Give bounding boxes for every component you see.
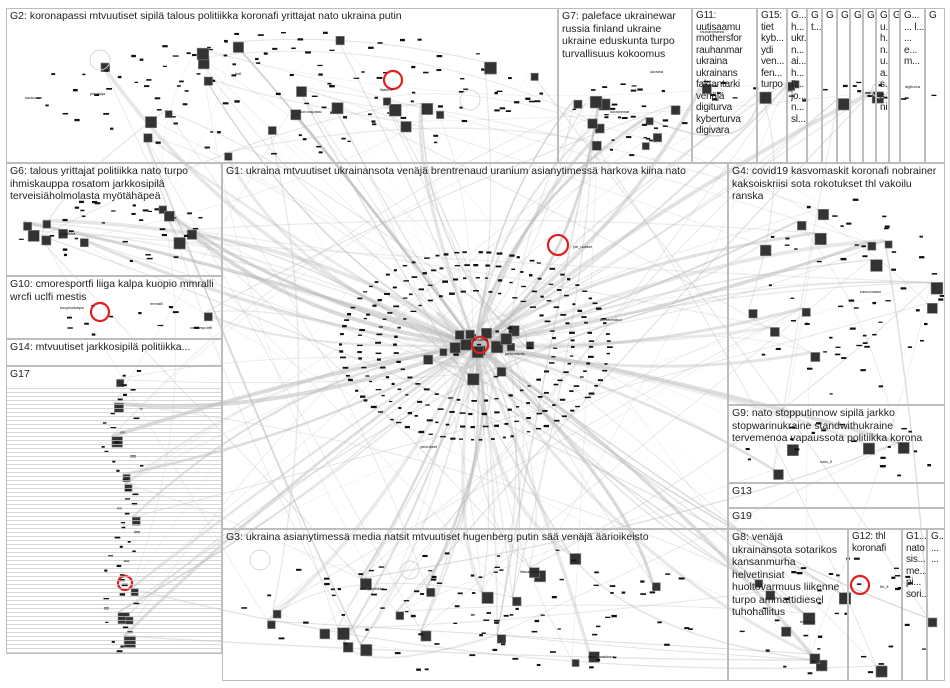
group-label-g25: G xyxy=(893,10,900,22)
node-label: yle_uutiset xyxy=(573,245,592,249)
node-label: kuopionkalpa xyxy=(60,306,84,310)
group-label-g17: G17 xyxy=(10,368,30,381)
group-label-g12: G12: thl koronafi xyxy=(852,531,902,554)
node-label: mtvuutiset xyxy=(470,338,488,342)
node-label: ukrainewar xyxy=(610,110,630,114)
group-box-g7: G7: paleface ukrainewar russia finland u… xyxy=(558,8,692,163)
group-label-g13: G13 xyxy=(732,485,752,498)
node-label: thl_fi xyxy=(880,585,888,589)
group-label-g9: G9: nato stopputinnow sipilä jarkko stop… xyxy=(732,407,944,445)
group-box-g12: G12: thl koronafi xyxy=(848,529,902,681)
group-box-g28: G1... nato sis... me... pi... sori... xyxy=(902,529,927,681)
group-label-g1: G1: ukraina mtvuutiset ukrainansota venä… xyxy=(226,165,726,178)
node-label: mmralli xyxy=(150,302,163,306)
group-box-g21: G xyxy=(837,8,850,163)
group-box-g1: G1: ukraina mtvuutiset ukrainansota venä… xyxy=(222,163,728,529)
group-label-g28: G1... nato sis... me... pi... sori... xyxy=(906,531,927,600)
node-label: kaukonen xyxy=(25,96,42,100)
group-label-g23: G xyxy=(867,10,876,22)
group-box-g8: G8: venäjä ukrainansota sotarikos kansan… xyxy=(728,529,848,681)
group-box-g4: G4: covid19 kasvomaskit koronafi nobrain… xyxy=(728,163,945,405)
node-label: julkaisija xyxy=(90,92,105,96)
group-label-g6: G6: talous yrittajat politiikka nato tur… xyxy=(10,165,220,203)
group-label-g24: G u... h... n... u... a... s... s... ni.… xyxy=(880,10,889,114)
node-label: cmoresportfi xyxy=(190,326,212,330)
node-label: politiikka xyxy=(60,232,75,236)
node-label: yleuutiset xyxy=(420,445,437,449)
group-label-g7: G7: paleface ukrainewar russia finland u… xyxy=(562,10,687,60)
node-label: jarkkosipila xyxy=(505,352,525,356)
group-label-g16: G... h... ukr... n... ai... h... ä... jo… xyxy=(791,10,807,125)
group-box-g13: G13 xyxy=(728,483,945,508)
group-box-g6: G6: talous yrittajat politiikka nato tur… xyxy=(6,163,222,276)
group-box-g2: G2: koronapassi mtvuutiset sipilä talous… xyxy=(6,8,558,163)
node-label: sami_makinen xyxy=(588,655,614,659)
group-box-g24: G u... h... n... u... a... s... s... ni.… xyxy=(876,8,889,163)
group-label-g2: G2: koronapassi mtvuutiset sipilä talous… xyxy=(10,10,555,23)
group-label-g18: G t... xyxy=(811,10,822,33)
node-label: ukraina xyxy=(650,70,663,74)
node-label: brentrenaud xyxy=(600,318,622,322)
group-box-g15: G15: tiet kyb... ydi ven... fen... turpo xyxy=(757,8,787,163)
node-label: kasvomaski xyxy=(860,290,881,294)
group-box-g20: G xyxy=(822,8,837,163)
group-label-g27: G xyxy=(929,10,945,22)
group-box-g22: G xyxy=(850,8,863,163)
group-box-g3: G3: ukraina asianytimessä media natsit m… xyxy=(222,529,728,681)
g17-stacked-nodes xyxy=(7,385,221,653)
group-label-g4: G4: covid19 kasvomaskit koronafi nobrain… xyxy=(732,165,944,203)
group-label-g10: G10: cmoresportfi liiga kalpa kuopio mmr… xyxy=(10,278,220,303)
node-label: teemu_k xyxy=(800,620,815,624)
group-label-g20: G xyxy=(826,10,837,22)
node-label: mtv_politiikka xyxy=(360,587,384,591)
node-label: iltasanomat xyxy=(520,570,540,574)
node-label: koronapassi xyxy=(300,110,322,114)
node-label: rauhanmarssi xyxy=(700,30,724,34)
group-label-g15: G15: tiet kyb... ydi ven... fen... turpo xyxy=(761,10,787,91)
node-label: digiturva xyxy=(905,85,920,89)
group-label-g14: G14: mtvuutiset jarkkosipilä politiikka.… xyxy=(10,341,220,354)
group-label-g8: G8: venäjä ukrainansota sotarikos kansan… xyxy=(732,531,844,619)
group-label-g22: G xyxy=(854,10,863,22)
node-label: nato_fi xyxy=(820,460,832,464)
group-box-g9: G9: nato stopputinnow sipilä jarkko stop… xyxy=(728,405,945,483)
group-box-g17: G17 xyxy=(6,366,222,654)
group-box-g19: G19 xyxy=(728,508,945,529)
group-label-g3: G3: ukraina asianytimessä media natsit m… xyxy=(226,531,726,544)
node-label: hsfi xyxy=(235,72,241,76)
group-label-g26: G... ... l... ... e... m... xyxy=(904,10,925,68)
group-label-g21: G xyxy=(841,10,850,22)
group-box-g23: G xyxy=(863,8,876,163)
group-box-g18: G t... xyxy=(807,8,822,163)
group-label-g29: G... ... ... xyxy=(931,531,945,566)
node-label: iltalehti xyxy=(380,88,392,92)
group-box-g27: G xyxy=(925,8,945,163)
group-box-g16: G... h... ukr... n... ai... h... ä... jo… xyxy=(787,8,807,163)
group-box-g25: G xyxy=(889,8,900,163)
group-label-g19: G19 xyxy=(732,510,752,523)
group-box-g14: G14: mtvuutiset jarkkosipilä politiikka.… xyxy=(6,339,222,366)
group-box-g29: G... ... ... xyxy=(927,529,945,681)
